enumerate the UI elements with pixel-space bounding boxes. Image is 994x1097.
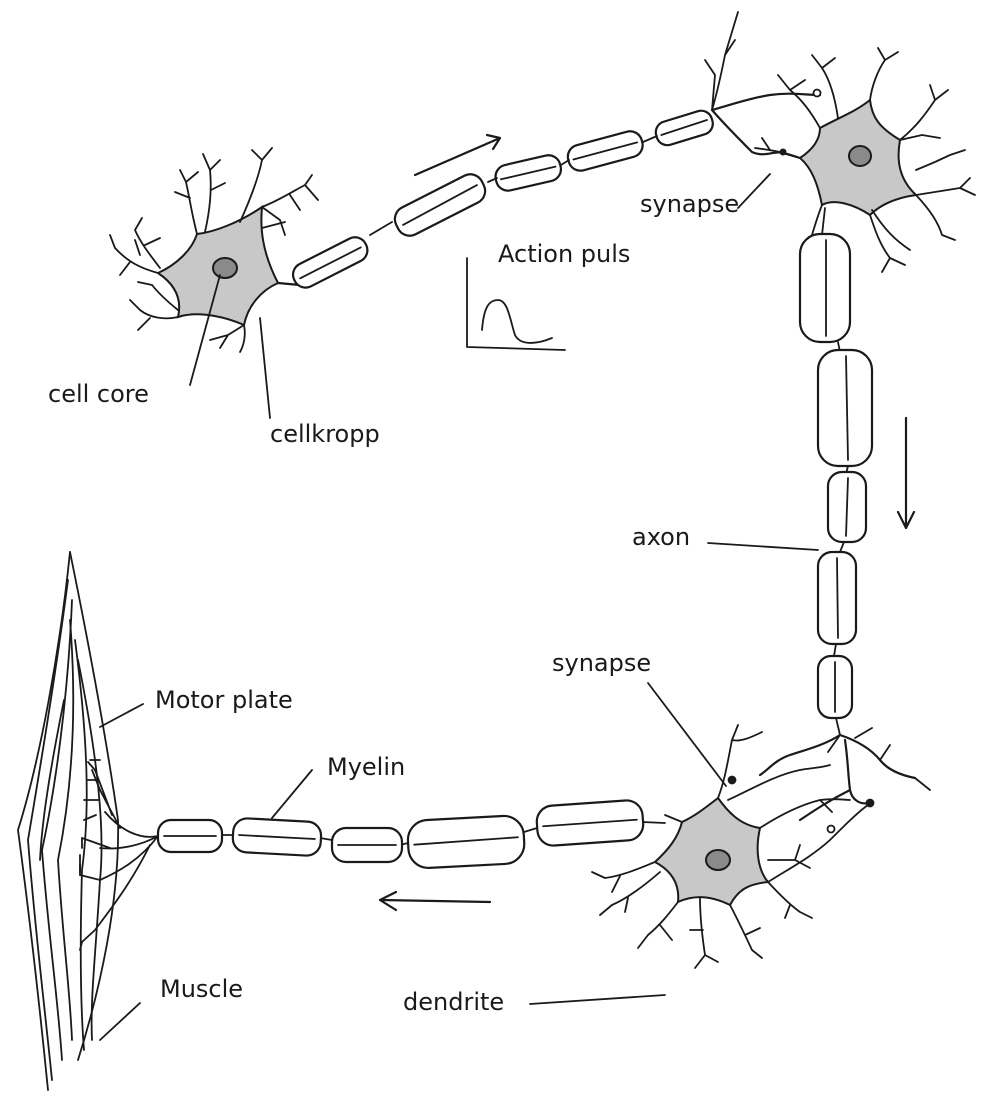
myelin-sheath	[332, 828, 402, 862]
arrow-left-icon	[380, 892, 490, 910]
label-synapse-top: synapse	[640, 190, 739, 218]
motor-plate	[80, 760, 158, 950]
neuron-top-left	[110, 148, 318, 352]
myelin-sheath	[289, 233, 372, 292]
pointer-cellkropp	[260, 318, 270, 418]
arrow-right-icon	[415, 135, 500, 175]
myelin-sheath	[818, 350, 872, 466]
axon-right	[800, 208, 914, 735]
nucleus-1	[213, 258, 237, 278]
label-action-puls: Action puls	[498, 240, 630, 268]
pointer-axon	[708, 543, 818, 550]
pointer-motor-plate	[100, 704, 143, 727]
pointer-muscle	[100, 1003, 140, 1040]
myelin-sheath	[158, 820, 222, 852]
myelin-sheath	[800, 234, 850, 342]
action-pulse-graph	[467, 258, 565, 350]
pointer-dendrite	[530, 995, 665, 1004]
label-cell-core: cell core	[48, 380, 149, 408]
myelin-sheath	[493, 153, 563, 193]
myelin-sheath	[407, 815, 525, 869]
myelin-sheath	[232, 818, 322, 857]
pointer-synapse-bottom	[648, 683, 726, 786]
neuron-top-right	[705, 12, 975, 272]
muscle	[18, 552, 118, 1090]
pointer-myelin	[272, 770, 312, 818]
pointer-synapse-top	[738, 174, 770, 208]
label-myelin: Myelin	[327, 753, 405, 781]
myelin-sheath	[536, 799, 645, 846]
myelin-sheath	[828, 472, 866, 542]
label-cellkropp: cellkropp	[270, 420, 380, 448]
label-synapse-bottom: synapse	[552, 649, 651, 677]
myelin-sheath	[653, 108, 715, 148]
myelin-sheath	[818, 656, 852, 718]
label-axon: axon	[632, 523, 690, 551]
nucleus-3	[706, 850, 730, 870]
label-dendrite: dendrite	[403, 988, 504, 1016]
neuron-bottom-right	[592, 725, 930, 968]
axon-bottom	[158, 799, 665, 910]
label-motor-plate: Motor plate	[155, 686, 293, 714]
label-muscle: Muscle	[160, 975, 243, 1003]
nucleus-2	[849, 146, 871, 166]
myelin-sheath	[818, 552, 856, 644]
myelin-sheath	[390, 170, 489, 240]
myelin-sheath	[565, 129, 645, 174]
arrow-down-icon	[898, 418, 914, 528]
